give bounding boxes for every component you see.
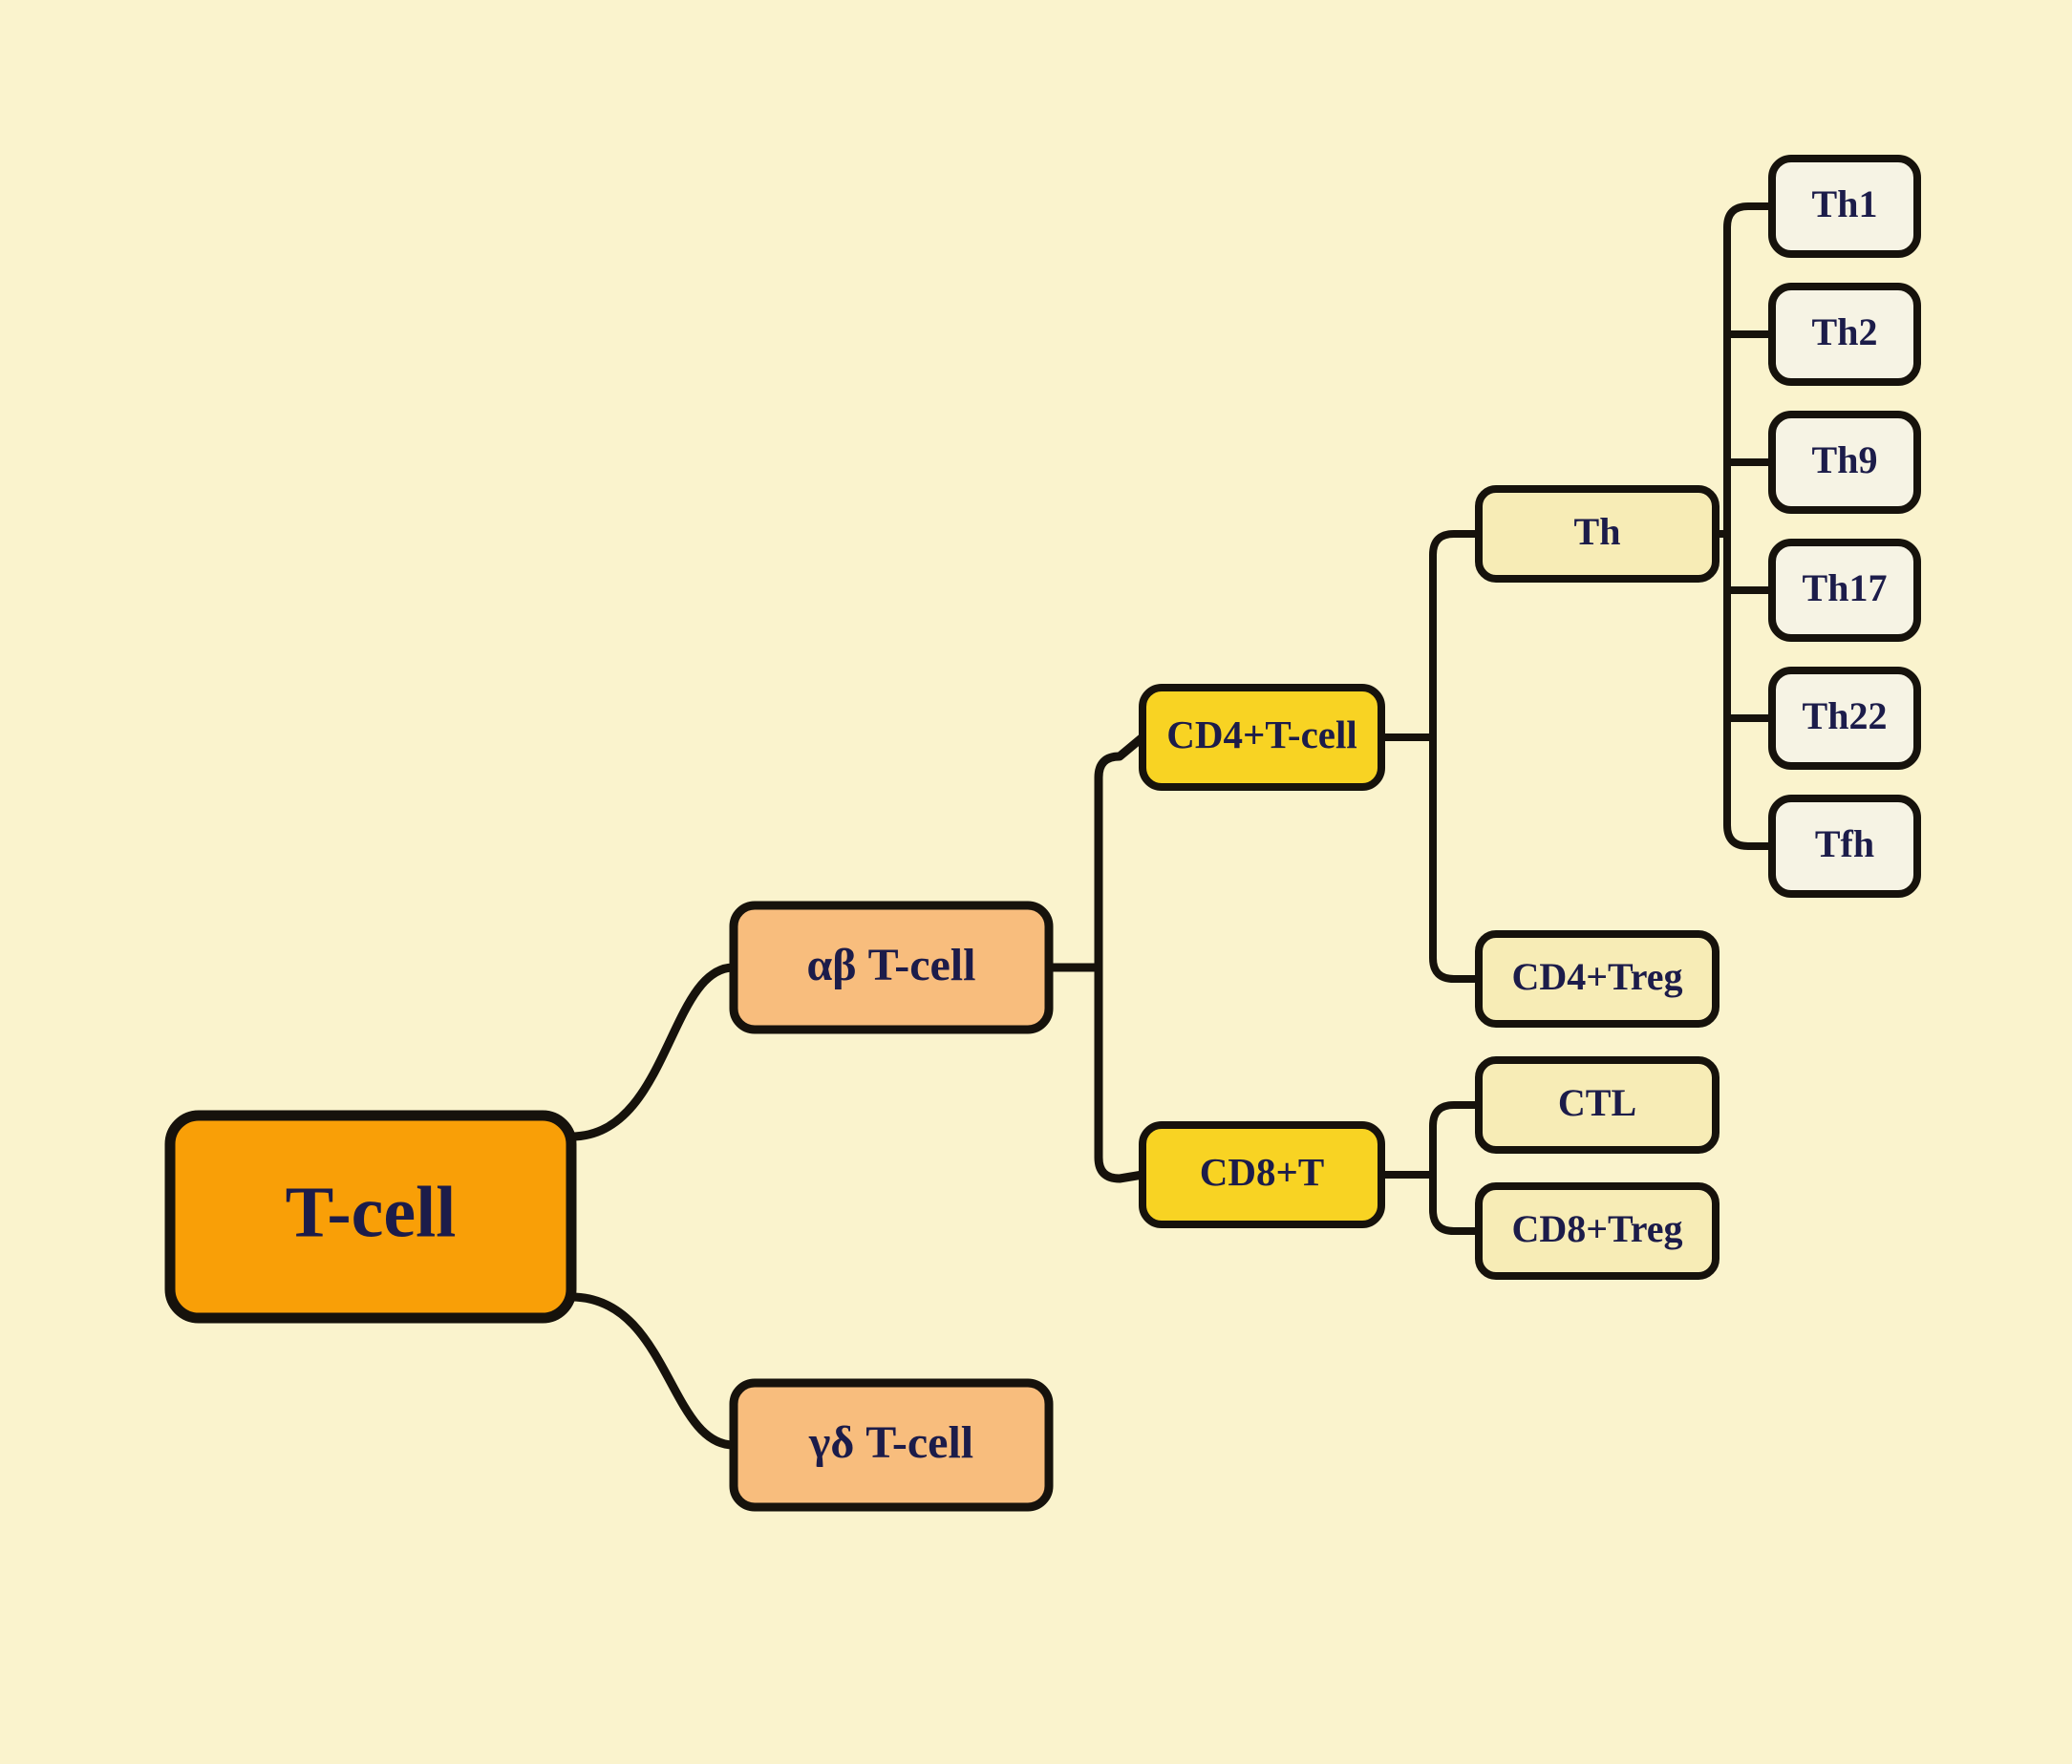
- node-ab-t-cell[interactable]: αβ T-cell: [729, 901, 1054, 1034]
- node-box-th22[interactable]: [1768, 667, 1921, 770]
- node-box-th9[interactable]: [1768, 411, 1921, 514]
- node-th22[interactable]: Th22: [1768, 667, 1921, 770]
- node-label-th1: Th1: [1812, 182, 1878, 225]
- node-th9[interactable]: Th9: [1768, 411, 1921, 514]
- node-label-cd4-treg: CD4+Treg: [1511, 955, 1682, 998]
- node-label-th9: Th9: [1812, 438, 1878, 481]
- node-cd8-treg[interactable]: CD8+Treg: [1475, 1182, 1720, 1280]
- node-label-ab-t-cell: αβ T-cell: [807, 940, 976, 990]
- node-t-cell[interactable]: T-cell: [164, 1110, 577, 1324]
- connector-cd8-bracket: [1378, 1101, 1483, 1235]
- node-box-ab-t-cell[interactable]: [729, 901, 1054, 1034]
- node-cd8-t[interactable]: CD8+T: [1139, 1121, 1385, 1228]
- node-label-tfh: Tfh: [1815, 822, 1874, 865]
- node-cd4-t-cell[interactable]: CD4+T-cell: [1139, 684, 1385, 791]
- node-box-th[interactable]: [1475, 485, 1720, 583]
- node-label-th: Th: [1574, 510, 1621, 553]
- connector-layer: [566, 202, 1776, 1450]
- node-label-cd4-t-cell: CD4+T-cell: [1166, 712, 1357, 756]
- node-box-cd4-t-cell[interactable]: [1139, 684, 1385, 791]
- node-cd4-treg[interactable]: CD4+Treg: [1475, 930, 1720, 1028]
- node-th[interactable]: Th: [1475, 485, 1720, 583]
- node-box-cd8-t[interactable]: [1139, 1121, 1385, 1228]
- node-box-gd-t-cell[interactable]: [729, 1378, 1054, 1512]
- connector-cd4-bracket: [1378, 530, 1483, 983]
- node-box-th1[interactable]: [1768, 155, 1921, 258]
- node-box-ctl[interactable]: [1475, 1056, 1720, 1154]
- connector-th-bracket: [1712, 202, 1776, 850]
- node-label-cd8-treg: CD8+Treg: [1511, 1207, 1682, 1250]
- connector-ab-bracket: [1044, 733, 1147, 1183]
- node-th1[interactable]: Th1: [1768, 155, 1921, 258]
- node-label-gd-t-cell: γδ T-cell: [808, 1417, 973, 1468]
- node-label-t-cell: T-cell: [286, 1172, 457, 1252]
- node-label-cd8-t: CD8+T: [1200, 1150, 1324, 1194]
- root-connector-curve-2: [566, 1292, 738, 1450]
- node-box-cd4-treg[interactable]: [1475, 930, 1720, 1028]
- root-connector-curve-1: [566, 963, 738, 1141]
- node-box-th2[interactable]: [1768, 283, 1921, 386]
- node-label-th17: Th17: [1803, 566, 1888, 609]
- node-label-th2: Th2: [1812, 310, 1878, 353]
- node-gd-t-cell[interactable]: γδ T-cell: [729, 1378, 1054, 1512]
- node-tfh[interactable]: Tfh: [1768, 795, 1921, 898]
- node-box-cd8-treg[interactable]: [1475, 1182, 1720, 1280]
- node-box-t-cell[interactable]: [164, 1110, 577, 1324]
- node-th2[interactable]: Th2: [1768, 283, 1921, 386]
- node-label-ctl: CTL: [1558, 1081, 1636, 1124]
- node-ctl[interactable]: CTL: [1475, 1056, 1720, 1154]
- node-box-th17[interactable]: [1768, 539, 1921, 642]
- node-th17[interactable]: Th17: [1768, 539, 1921, 642]
- node-label-th22: Th22: [1803, 694, 1888, 737]
- node-box-tfh[interactable]: [1768, 795, 1921, 898]
